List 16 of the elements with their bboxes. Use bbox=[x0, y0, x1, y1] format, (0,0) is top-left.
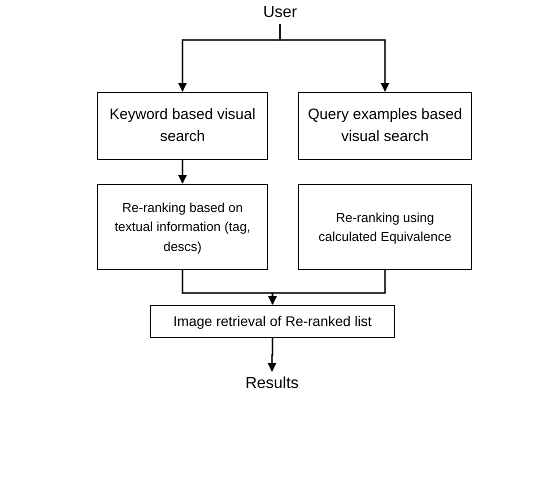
arrow bbox=[268, 270, 386, 305]
terminal-label: User bbox=[263, 3, 297, 23]
box-label: Re-ranking based on textual information (tag, descs) bbox=[114, 198, 252, 256]
box-label: Re-ranking using calculated Equivalence bbox=[318, 208, 452, 246]
process-box bbox=[298, 184, 472, 270]
arrow bbox=[268, 338, 276, 372]
terminal-label: Results bbox=[245, 374, 299, 394]
box-label: Query examples based visual search bbox=[307, 104, 463, 147]
box-label: Keyword based visual search bbox=[108, 104, 256, 147]
process-box bbox=[298, 92, 472, 160]
arrow bbox=[279, 24, 390, 92]
process-box bbox=[97, 184, 268, 270]
process-box bbox=[97, 92, 268, 160]
arrow bbox=[178, 160, 187, 184]
box-label: Image retrieval of Re-ranked list bbox=[173, 312, 372, 331]
process-box bbox=[150, 305, 395, 338]
